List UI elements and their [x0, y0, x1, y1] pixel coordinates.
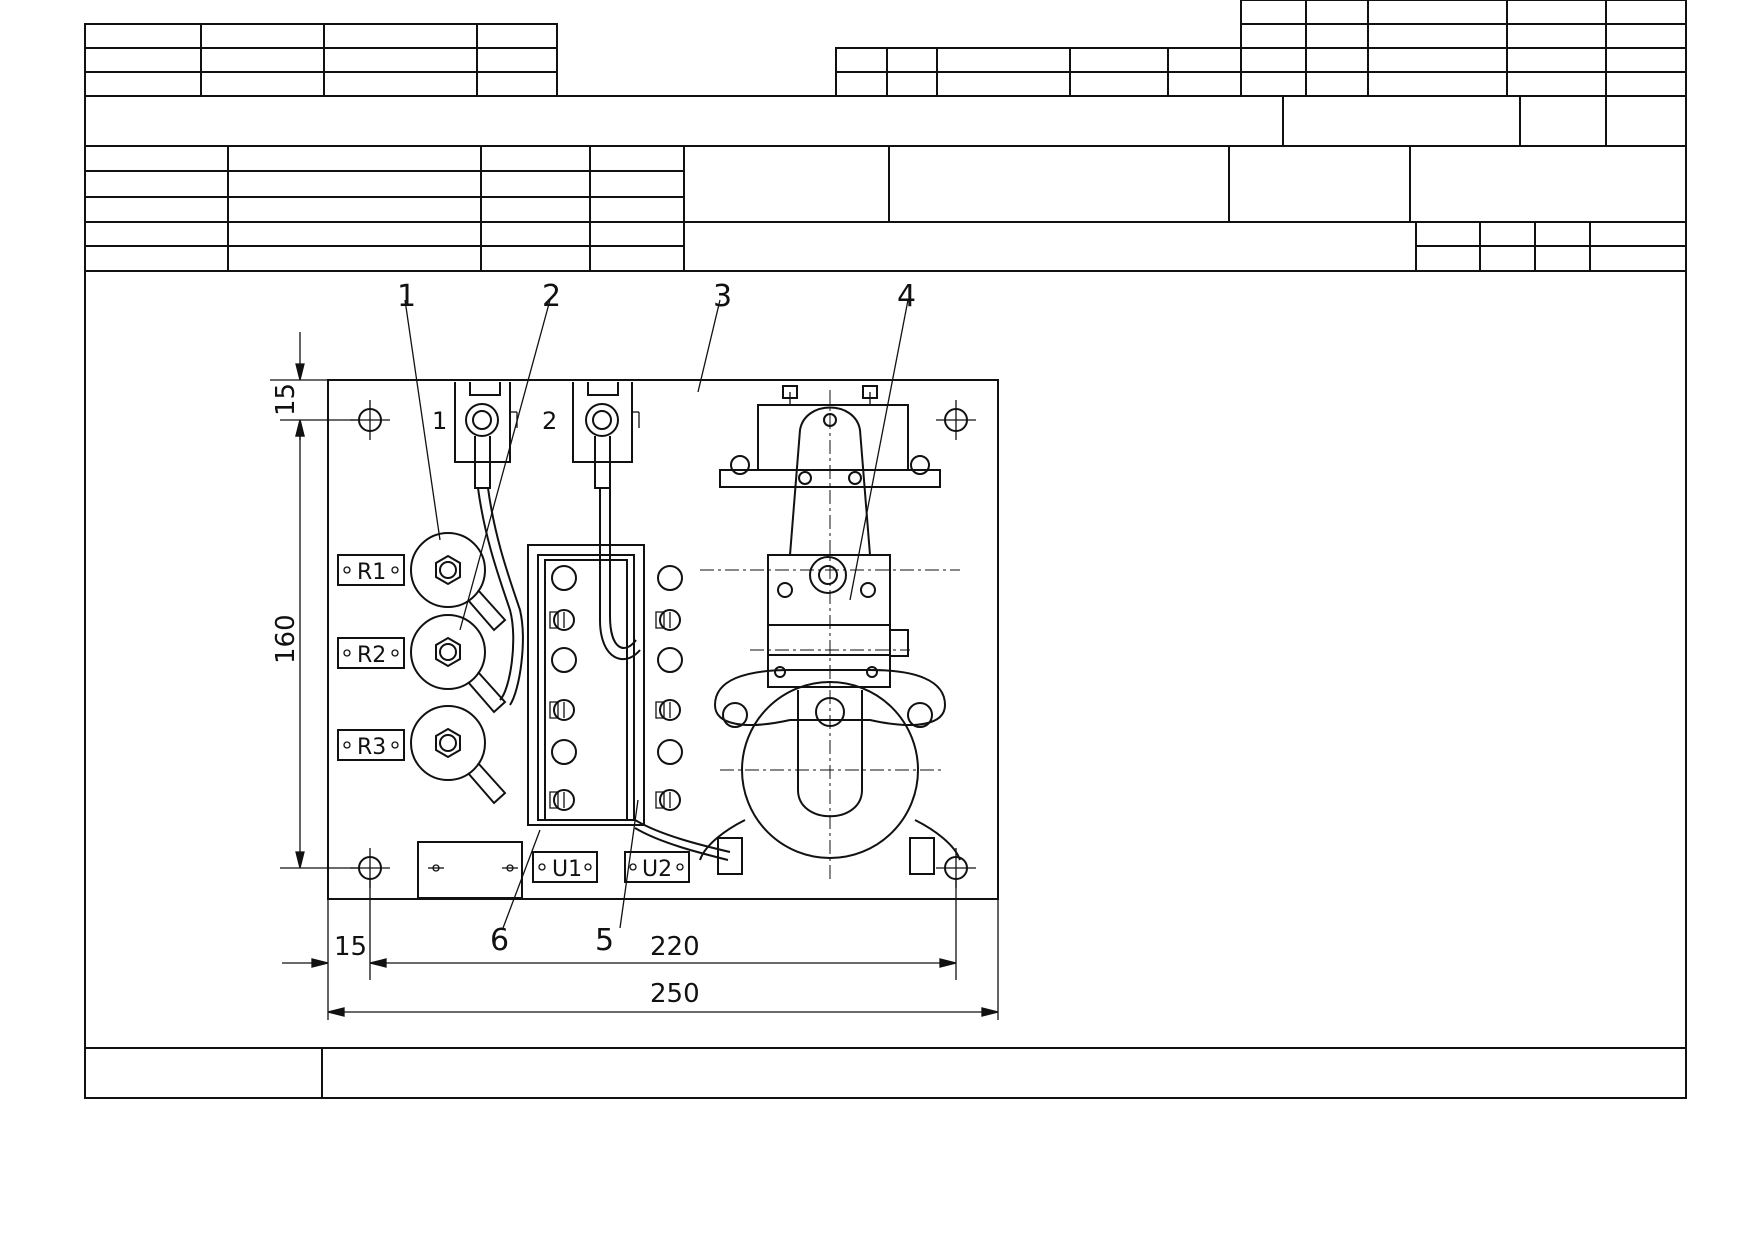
- label-u2: U2: [642, 857, 672, 882]
- callout-1: 1: [397, 279, 416, 314]
- title-block-revision-table: [836, 0, 1686, 96]
- dim-hole-spacing: [369, 880, 956, 980]
- label-plate-u2: U2: [625, 852, 689, 882]
- dim-hole-spacing-label: 220: [650, 932, 700, 962]
- mounting-hole-icon: [936, 400, 976, 440]
- variable-resistors: R1 R2 R3: [338, 533, 505, 803]
- center-lines: [700, 390, 960, 880]
- title-block: [85, 0, 1686, 1098]
- callout-3: 3: [713, 279, 732, 314]
- callout-6: 6: [490, 923, 509, 958]
- bottom-plates: U1 U2: [418, 842, 689, 898]
- dim-left-offset-label: 15: [334, 932, 367, 962]
- input-terminals: 1 2: [432, 382, 639, 488]
- terminal-block-2: [573, 382, 639, 488]
- dim-top-offset: [270, 332, 330, 440]
- leader-lines: [405, 300, 908, 928]
- label-plate-r1: R1: [338, 555, 404, 585]
- title-block-top-left-table: [85, 24, 557, 96]
- dimensions: 160 15 15: [270, 332, 998, 1020]
- resistor-r2: [411, 615, 505, 712]
- dim-width-label: 250: [650, 979, 700, 1009]
- frame-outer: [85, 96, 1686, 1098]
- footer-row: [85, 1048, 1686, 1098]
- label-r2: R2: [357, 643, 386, 668]
- terminal-block-1: [455, 382, 517, 488]
- callouts: 1 2 3 4 5 6: [397, 279, 916, 958]
- dim-top-offset-label: 15: [271, 383, 301, 416]
- dim-width: [327, 900, 998, 1020]
- terminal-label-2: 2: [542, 407, 557, 435]
- transformer-assembly: [700, 386, 960, 874]
- callout-4: 4: [897, 279, 916, 314]
- title-block-signature-table: [85, 146, 1686, 271]
- label-r1: R1: [357, 560, 386, 585]
- label-u1: U1: [552, 857, 582, 882]
- callout-5: 5: [595, 923, 614, 958]
- base-plate: [328, 380, 998, 899]
- label-plate-r2: R2: [338, 638, 404, 668]
- label-r3: R3: [357, 735, 386, 760]
- terminal-strip: [528, 545, 682, 825]
- terminal-label-1: 1: [432, 407, 447, 435]
- dim-height-label: 160: [271, 614, 301, 664]
- resistor-r1: [411, 533, 505, 630]
- wires: [478, 488, 730, 860]
- label-plate-u1: U1: [533, 852, 597, 882]
- resistor-r3: [411, 706, 505, 803]
- callout-2: 2: [542, 279, 561, 314]
- label-plate-r3: R3: [338, 730, 404, 760]
- technical-drawing: 1 2: [270, 279, 998, 1020]
